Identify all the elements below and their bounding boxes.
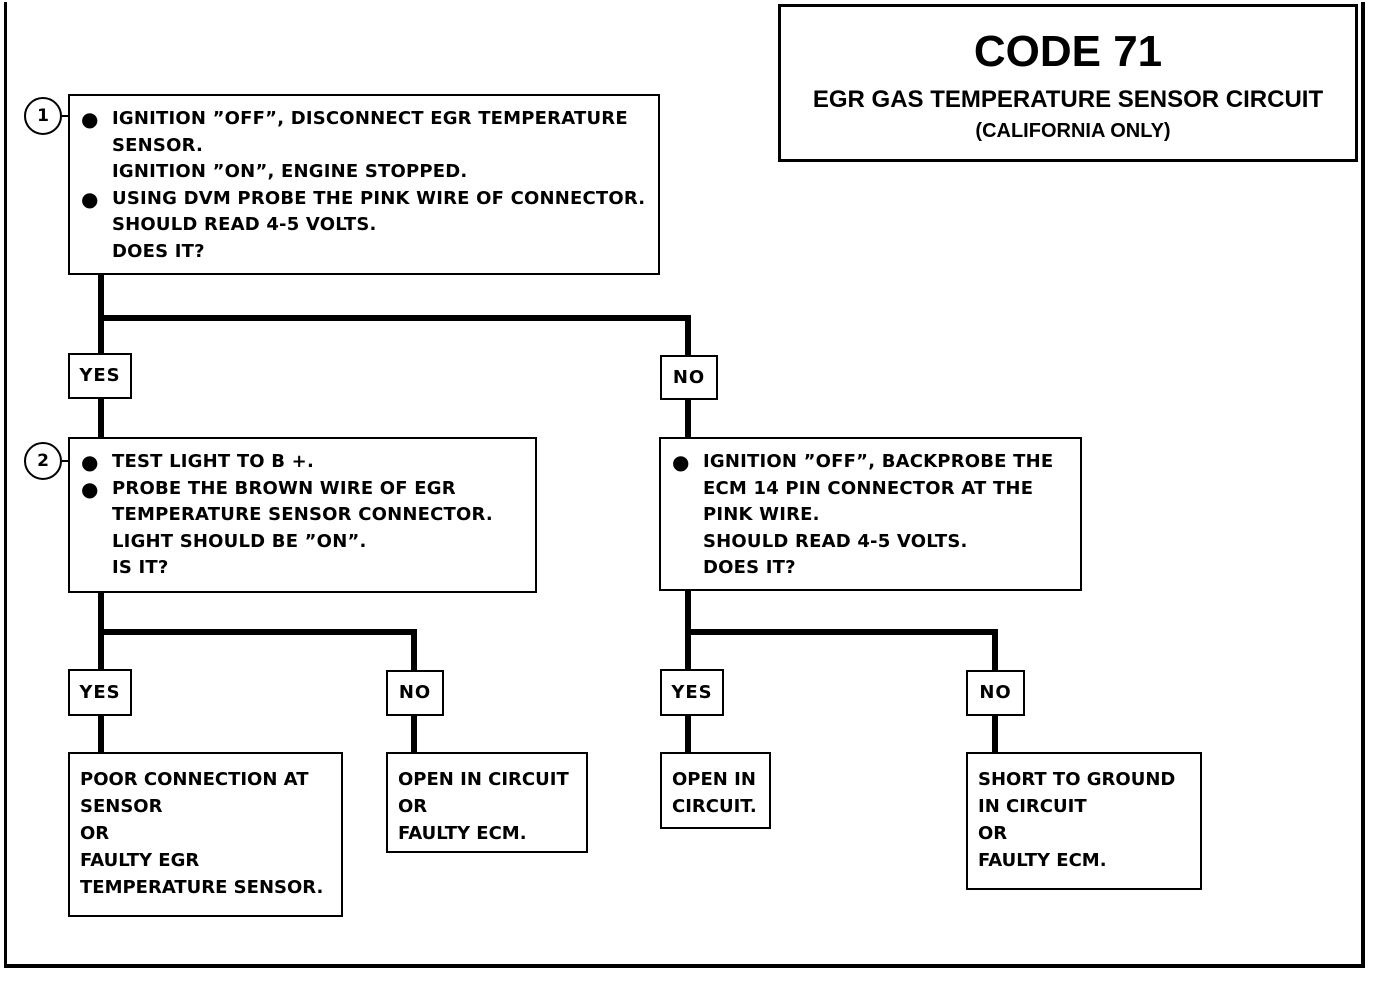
result-line: SHORT TO GROUND (978, 769, 1176, 790)
connector-step1-split (98, 271, 691, 359)
result-open-in-circuit: OPEN IN CIRCUIT. (660, 752, 771, 829)
step1-line-text: IGNITION ”OFF”, DISCONNECT EGR TEMPERATU… (112, 108, 628, 129)
step1-number: 1 (24, 97, 62, 135)
step2-line: LIGHT SHOULD BE ”ON”. (70, 529, 535, 556)
step3-line-text: SHOULD READ 4-5 VOLTS. (703, 530, 968, 552)
yes-label-step3: YES (660, 669, 724, 716)
step2-line-text: PROBE THE BROWN WIRE OF EGR (112, 477, 456, 499)
step1-box: ● IGNITION ”OFF”, DISCONNECT EGR TEMPERAT… (68, 94, 660, 275)
step3-line: SHOULD READ 4-5 VOLTS. (661, 529, 1080, 556)
title-box: CODE 71 EGR GAS TEMPERATURE SENSOR CIRCU… (778, 4, 1358, 162)
result-line: SENSOR (80, 796, 163, 817)
step2-line-text: TEST LIGHT TO B +. (112, 451, 314, 472)
step1-line: SHOULD READ 4-5 VOLTS. (70, 212, 658, 239)
result-poor-connection: POOR CONNECTION AT SENSOR OR FAULTY EGR … (68, 752, 343, 917)
result-open-or-faulty-ecm: OPEN IN CIRCUIT OR FAULTY ECM. (386, 752, 588, 853)
result-line: IN CIRCUIT (978, 796, 1087, 817)
bullet-icon: ● (81, 450, 99, 474)
result-line: OPEN IN CIRCUIT (398, 769, 569, 790)
step3-line-text: IGNITION ”OFF”, BACKPROBE THE (703, 451, 1054, 472)
code-title: CODE 71 (973, 27, 1163, 76)
step3-line: ● IGNITION ”OFF”, BACKPROBE THE (661, 449, 1080, 476)
yes-label-step2: YES (68, 669, 132, 716)
step3-line: DOES IT? (661, 555, 1080, 582)
connector-step3-split (685, 587, 998, 674)
bullet-icon: ● (81, 186, 99, 211)
step3-line: ECM 14 PIN CONNECTOR AT THE (661, 476, 1080, 503)
step3-line-text: PINK WIRE. (703, 504, 820, 525)
step1-line-text: SHOULD READ 4-5 VOLTS. (112, 214, 377, 235)
step1-line: SENSOR. (70, 133, 658, 160)
step3-line-text: DOES IT? (703, 557, 796, 578)
step2-number: 2 (24, 442, 62, 480)
step1-line: ● USING DVM PROBE THE PINK WIRE OF CONNEC… (70, 186, 658, 213)
step1-line-text: IGNITION ”ON”, ENGINE STOPPED. (112, 161, 468, 182)
diagram-frame (4, 2, 1365, 968)
bullet-icon: ● (672, 450, 690, 474)
result-line: OR (978, 823, 1008, 844)
step2-line-text: IS IT? (112, 557, 169, 578)
bullet-icon: ● (81, 107, 99, 131)
step3-box: ● IGNITION ”OFF”, BACKPROBE THE ECM 14 PIN… (659, 437, 1082, 591)
step1-line-text: SENSOR. (112, 134, 204, 156)
sub-title: (CALIFORNIA ONLY) (975, 120, 1171, 142)
step2-line-text: TEMPERATURE SENSOR CONNECTOR. (112, 504, 493, 525)
result-line: OR (398, 796, 428, 817)
step2-line-text: LIGHT SHOULD BE ”ON”. (112, 530, 367, 552)
step1-line: DOES IT? (70, 239, 658, 266)
step1-line: ● IGNITION ”OFF”, DISCONNECT EGR TEMPERAT… (70, 106, 658, 133)
step2-line: IS IT? (70, 555, 535, 582)
result-line: POOR CONNECTION AT (80, 769, 309, 790)
main-title: EGR GAS TEMPERATURE SENSOR CIRCUIT (812, 86, 1324, 113)
step2-line: ● PROBE THE BROWN WIRE OF EGR (70, 476, 535, 503)
step2-line: ● TEST LIGHT TO B +. (70, 449, 535, 476)
result-line: FAULTY ECM. (398, 823, 527, 844)
result-short-to-ground: SHORT TO GROUND IN CIRCUIT OR FAULTY ECM… (966, 752, 1202, 890)
step1-line-text: DOES IT? (112, 240, 205, 262)
step2-line: TEMPERATURE SENSOR CONNECTOR. (70, 502, 535, 529)
result-line: OPEN IN (672, 769, 756, 790)
result-line: FAULTY EGR (80, 850, 200, 871)
step1-line-text: USING DVM PROBE THE PINK WIRE OF CONNECT… (112, 187, 646, 209)
yes-label-step1: YES (68, 353, 132, 399)
result-line: OR (80, 823, 110, 844)
step1-line: IGNITION ”ON”, ENGINE STOPPED. (70, 159, 658, 186)
step2-box: ● TEST LIGHT TO B +. ● PROBE THE BROWN WIRE… (68, 437, 537, 593)
step3-line-text: ECM 14 PIN CONNECTOR AT THE (703, 477, 1034, 499)
connector-step2-split (98, 589, 417, 674)
result-line: TEMPERATURE SENSOR. (80, 877, 324, 898)
no-label-step2: NO (386, 670, 444, 716)
no-label-step3: NO (966, 670, 1025, 716)
result-line: FAULTY ECM. (978, 850, 1107, 871)
result-line: CIRCUIT. (672, 796, 757, 817)
bullet-icon: ● (81, 476, 99, 501)
no-label-step1: NO (660, 355, 718, 400)
step3-line: PINK WIRE. (661, 502, 1080, 529)
